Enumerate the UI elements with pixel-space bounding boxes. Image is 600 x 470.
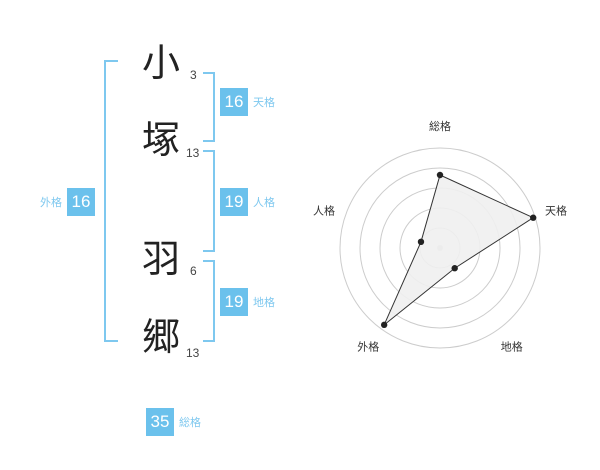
soukaku-label: 総格 [179,416,201,429]
tenkaku-label: 天格 [253,96,275,109]
gaikaku-label: 外格 [40,196,62,209]
tenkaku-value: 16 [220,88,248,116]
soukaku-score: 35 総格 [146,408,201,436]
radar-ring [339,147,541,349]
chikaku-value: 19 [220,288,248,316]
stroke-count-1: 3 [190,68,197,82]
name-char-1: 小 [142,41,181,85]
radar-axis-label-4: 外格 [357,340,379,354]
jinkaku-label: 人格 [253,196,275,209]
radar-axis-label-1: 総格 [429,119,451,133]
stroke-count-4: 13 [186,346,200,360]
chikaku-score: 19 地格 [220,288,275,316]
name-char-3: 羽 [142,237,181,281]
radar-ring [359,167,521,329]
name-char-4: 郷 [142,315,181,359]
radar-area [383,174,535,326]
jinkaku-score: 19 人格 [220,188,275,216]
tenkaku-bracket [203,72,215,142]
radar-point-3 [451,265,458,272]
gaikaku-value: 16 [67,188,95,216]
radar-point-5 [417,238,425,246]
radar-point-2 [530,214,537,221]
soukaku-value: 35 [146,408,174,436]
jinkaku-bracket [203,150,215,252]
radar-point-1 [436,171,444,179]
radar-point-4 [380,321,388,329]
radar-axis-label-5: 人格 [313,203,335,217]
chikaku-bracket [203,260,215,342]
stroke-count-3: 6 [190,264,197,278]
radar-axis-label-2: 天格 [545,203,567,217]
stroke-count-2: 13 [186,146,200,160]
tenkaku-score: 16 天格 [220,88,275,116]
outer-bracket [104,60,118,342]
chikaku-label: 地格 [253,296,275,309]
gaikaku-score: 外格 16 [40,188,95,216]
radar-axis-label-3: 地格 [501,340,523,354]
jinkaku-value: 19 [220,188,248,216]
name-char-2: 塚 [142,118,181,162]
